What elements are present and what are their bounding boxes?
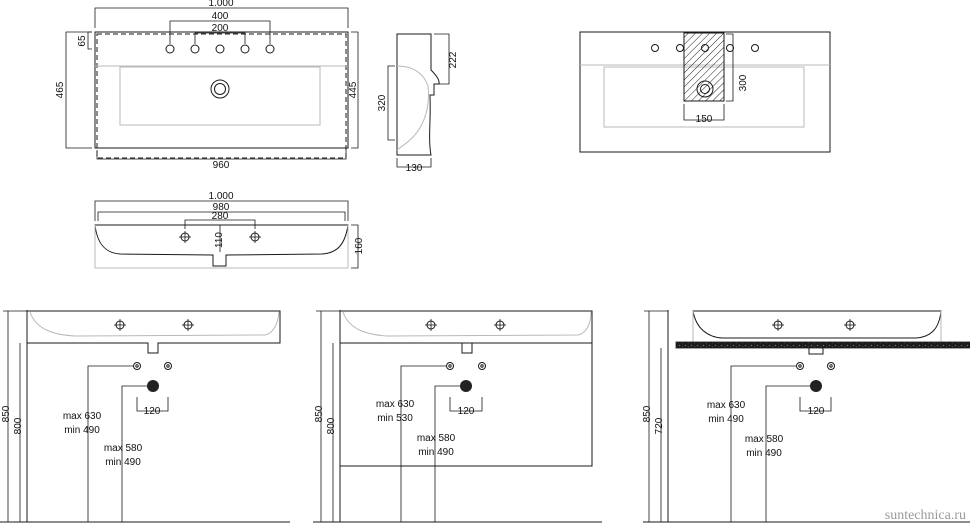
dim-drain-spacing: 120 — [808, 406, 825, 417]
label-drain-max: max 580 — [104, 443, 143, 454]
countertop — [675, 341, 970, 349]
installation-3: 850 720 120 max 630 min 490 max 580 min … — [642, 310, 970, 523]
basin-front — [26, 310, 281, 354]
basin-front — [339, 310, 593, 354]
label-supply-max: max 630 — [63, 411, 102, 422]
side-view: 222 320 130 — [377, 33, 459, 174]
drain-outer — [210, 79, 230, 99]
drain-inner — [214, 83, 226, 95]
bottom-edge — [96, 33, 347, 159]
label-drain-min: min 490 — [746, 448, 782, 459]
dim-hatch-width: 150 — [696, 114, 713, 125]
dim-drain-height: 110 — [214, 232, 225, 248]
dim-bottom-width: 960 — [213, 160, 230, 171]
top-view: 1.000 400 200 65 465 445 960 — [55, 0, 359, 171]
label-drain-max: max 580 — [417, 433, 456, 444]
front-profile — [94, 224, 349, 267]
side-profile — [396, 33, 440, 156]
label-supply-min: min 490 — [64, 425, 100, 436]
basin-front — [692, 310, 942, 339]
dim-height-rim: 800 — [326, 417, 337, 434]
label-drain-min: min 490 — [418, 447, 454, 458]
cabinet — [339, 342, 593, 467]
dim-height-rim: 720 — [654, 417, 665, 434]
installation-2: 850 800 120 max 630 min 530 max 580 min … — [313, 310, 602, 523]
label-drain-min: min 490 — [105, 457, 141, 468]
dim-front-overall: 1.000 — [208, 191, 233, 202]
front-holes — [179, 231, 261, 243]
dim-depth-total: 465 — [55, 81, 66, 98]
label-drain-max: max 580 — [745, 434, 784, 445]
dim-tap-spread: 400 — [212, 11, 229, 22]
tap-hole — [165, 44, 175, 54]
water-outlet — [827, 362, 835, 370]
front-view: 1.000 980 280 110 160 — [94, 191, 365, 269]
label-supply-max: max 630 — [707, 400, 746, 411]
water-outlet — [796, 362, 804, 370]
water-outlet — [164, 362, 172, 370]
dim-height-total: 850 — [642, 405, 653, 422]
label-supply-min: min 490 — [708, 414, 744, 425]
watermark: suntechnica.ru — [885, 508, 966, 523]
dim-height-total: 850 — [1, 405, 12, 422]
label-supply-max: max 630 — [376, 399, 415, 410]
wall-view: 300 150 — [579, 31, 831, 153]
wall-basin-outline — [579, 31, 831, 153]
dim-front-height: 160 — [354, 237, 365, 254]
dim-height-total: 850 — [314, 405, 325, 422]
water-outlet — [133, 362, 141, 370]
dim-body-height: 320 — [377, 94, 388, 111]
dim-top-offset: 65 — [77, 35, 88, 47]
dim-inner-spread: 200 — [212, 23, 229, 34]
bowl-outline — [119, 66, 321, 126]
water-outlet — [446, 362, 454, 370]
water-outlet — [478, 362, 486, 370]
tap-holes — [165, 44, 275, 54]
dim-height-rim: 800 — [13, 417, 24, 434]
dim-hole-spread: 280 — [212, 211, 229, 222]
drain-outlet — [460, 380, 472, 392]
drain-outlet — [147, 380, 159, 392]
dim-hatch-height: 300 — [738, 74, 749, 91]
installation-1: 850 800 120 max 630 min 490 max 580 min … — [0, 310, 290, 523]
tap-hole — [265, 44, 275, 54]
dim-depth-side: 445 — [348, 81, 359, 98]
dim-overall-width: 1.000 — [208, 0, 233, 9]
dim-base-depth: 130 — [406, 163, 423, 174]
basin-outline — [94, 31, 349, 149]
dim-drain-spacing: 120 — [144, 406, 161, 417]
tap-hole — [240, 44, 250, 54]
tap-hole — [190, 44, 200, 54]
hatch-zone — [683, 32, 725, 102]
dim-top-height: 222 — [448, 51, 459, 68]
drain-outlet — [810, 380, 822, 392]
tap-hole — [215, 44, 225, 54]
dim-drain-spacing: 120 — [458, 406, 475, 417]
dim-basin-width: 980 — [213, 202, 230, 213]
wall-tap-holes — [651, 44, 759, 52]
label-supply-min: min 530 — [377, 413, 413, 424]
